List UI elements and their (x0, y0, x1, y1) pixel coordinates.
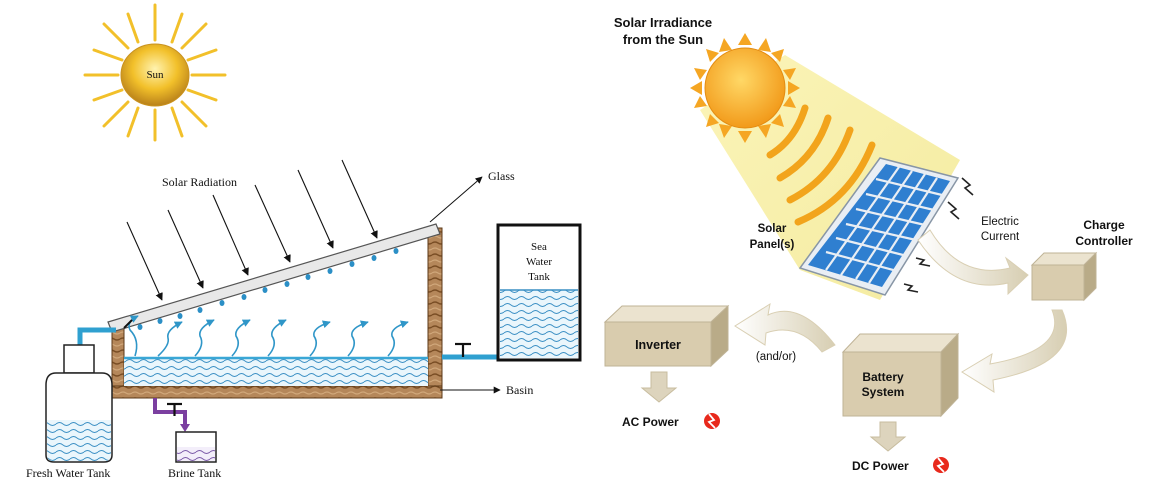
evaporation-arrows (128, 315, 409, 357)
ac-power-icon (704, 413, 720, 429)
sun-label: Sun (146, 69, 164, 81)
inverter-box: Inverter (603, 304, 730, 368)
battery-to-inverter-arrow (734, 302, 836, 353)
solar-panel-label-line2: Panel(s) (750, 239, 795, 251)
irradiance-label-line1: Solar Irradiance (614, 15, 712, 30)
brine-tank-label: Brine Tank (168, 466, 221, 480)
electric-current-label-line2: Current (981, 231, 1020, 243)
battery-system-label-line1: Battery (862, 370, 904, 384)
inverter-output-arrow (640, 371, 678, 403)
inverter-label: Inverter (635, 338, 681, 352)
brine-pipe (153, 398, 187, 428)
radiation-arcs (766, 104, 876, 226)
charge-controller-box (1030, 251, 1098, 302)
glass-label: Glass (488, 169, 515, 183)
basin-water (124, 358, 428, 386)
solar-radiation-label: Solar Radiation (162, 175, 237, 189)
condensation-droplets (137, 248, 399, 330)
solar-panel-label-line1: Solar (758, 223, 787, 235)
battery-output-arrow (869, 421, 907, 452)
solar-panel (798, 157, 974, 296)
pv-system-diagram: Solar Irradiance from the Sun (603, 15, 1133, 473)
still-enclosure (107, 223, 443, 399)
seawater-pipe (442, 354, 505, 360)
distillate-pipe (77, 327, 116, 345)
charge-controller-label-line2: Controller (1075, 234, 1133, 248)
controller-to-battery-arrow (961, 309, 1067, 393)
battery-system-box: Battery System (841, 332, 960, 418)
battery-system-label-line2: System (862, 385, 905, 399)
electric-current-label-line1: Electric (981, 216, 1019, 228)
brine-tank (175, 431, 217, 463)
and-or-label: (and/or) (756, 351, 796, 363)
dc-power-label: DC Power (852, 459, 909, 473)
sea-water-tank-label-line3: Tank (528, 271, 550, 283)
glass-pointer (429, 176, 483, 223)
basin-label: Basin (506, 383, 533, 397)
pv-sun-icon (690, 33, 800, 143)
dc-power-icon (933, 457, 949, 473)
fresh-water-tank (45, 344, 113, 463)
charge-controller-label-line1: Charge (1083, 218, 1125, 232)
sea-water-tank: Sea Water Tank (496, 223, 582, 362)
sun-icon: Sun (83, 3, 227, 142)
sea-water-tank-label-line1: Sea (531, 241, 547, 253)
radiation-arrows (126, 159, 378, 301)
current-flow-arrow (917, 229, 1029, 296)
sea-water-tank-label-line2: Water (526, 256, 552, 268)
fresh-water-tank-label: Fresh Water Tank (26, 466, 110, 480)
glass-cover (107, 223, 441, 333)
solar-still-diagram: Sun Solar Radiation Glass (26, 3, 582, 480)
ac-power-label: AC Power (622, 415, 679, 429)
irradiance-label-line2: from the Sun (623, 32, 703, 47)
